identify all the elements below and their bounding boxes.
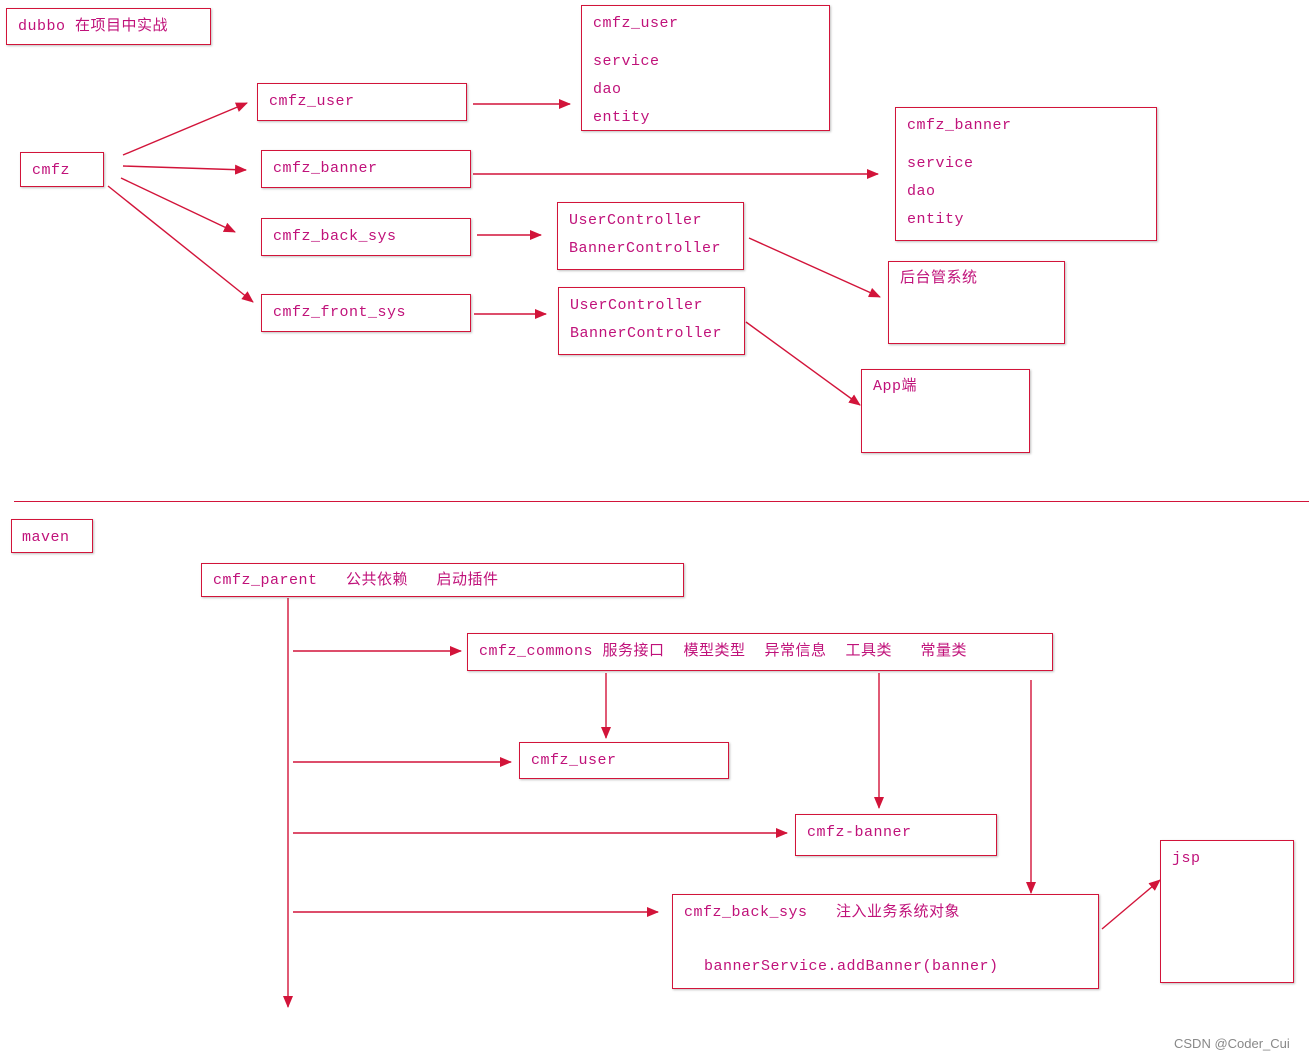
banner-detail-dao: dao [907,183,936,200]
back-controllers-box: UserController BannerController [557,202,744,270]
module-front-sys-box: cmfz_front_sys [261,294,471,332]
back-user-controller: UserController [569,212,703,229]
module-banner-box: cmfz_banner [261,150,471,188]
banner-detail-service: service [907,155,974,172]
back-banner-controller: BannerController [569,240,722,257]
admin-system-box: 后台管系统 [888,261,1065,344]
cmfz-root-label: cmfz [32,162,71,179]
maven-user-box: cmfz_user [519,742,729,779]
module-user-label: cmfz_user [269,93,355,110]
arrow-cmfz-to-back-sys [120,177,236,233]
arrow-back-sys-to-jsp [1101,879,1161,930]
maven-back-sys-box: cmfz_back_sys 注入业务系统对象 bannerService.add… [672,894,1099,989]
maven-banner-label: cmfz-banner [807,824,912,841]
module-user-box: cmfz_user [257,83,467,121]
user-detail-dao: dao [593,81,622,98]
parent-label: cmfz_parent 公共依赖 启动插件 [213,572,499,589]
user-detail-service: service [593,53,660,70]
banner-detail-title: cmfz_banner [907,117,1012,134]
module-banner-label: cmfz_banner [273,160,378,177]
banner-detail-box: cmfz_banner service dao entity [895,107,1157,241]
user-detail-title: cmfz_user [593,15,679,32]
app-end-box: App端 [861,369,1030,453]
module-back-sys-box: cmfz_back_sys [261,218,471,256]
user-detail-box: cmfz_user service dao entity [581,5,830,131]
maven-back-sys-label: cmfz_back_sys 注入业务系统对象 [684,904,961,921]
module-back-sys-label: cmfz_back_sys [273,228,397,245]
dubbo-title-box: dubbo 在项目中实战 [6,8,211,45]
commons-label: cmfz_commons 服务接口 模型类型 异常信息 工具类 常量类 [479,643,968,660]
app-end-label: App端 [873,378,918,395]
jsp-box: jsp [1160,840,1294,983]
maven-back-sys-code: bannerService.addBanner(banner) [704,958,999,975]
commons-box: cmfz_commons 服务接口 模型类型 异常信息 工具类 常量类 [467,633,1053,671]
maven-title-box: maven [11,519,93,553]
section-divider [14,501,1309,502]
user-detail-entity: entity [593,109,651,126]
front-controllers-box: UserController BannerController [558,287,745,355]
jsp-label: jsp [1172,850,1201,867]
arrow-cmfz-to-front-sys [107,185,254,303]
arrow-back-controllers-to-admin [748,237,881,298]
watermark: CSDN @Coder_Cui [1174,1036,1290,1051]
module-front-sys-label: cmfz_front_sys [273,304,407,321]
arrow-cmfz-to-banner [122,164,247,175]
cmfz-root-box: cmfz [20,152,104,187]
arrow-front-controllers-to-app [745,321,861,406]
dubbo-title: dubbo 在项目中实战 [18,18,169,35]
front-banner-controller: BannerController [570,325,723,342]
parent-box: cmfz_parent 公共依赖 启动插件 [201,563,684,597]
maven-user-label: cmfz_user [531,752,617,769]
banner-detail-entity: entity [907,211,965,228]
front-user-controller: UserController [570,297,704,314]
arrow-cmfz-to-user [122,102,248,156]
maven-banner-box: cmfz-banner [795,814,997,856]
admin-system-label: 后台管系统 [900,270,978,287]
maven-title: maven [22,529,70,546]
